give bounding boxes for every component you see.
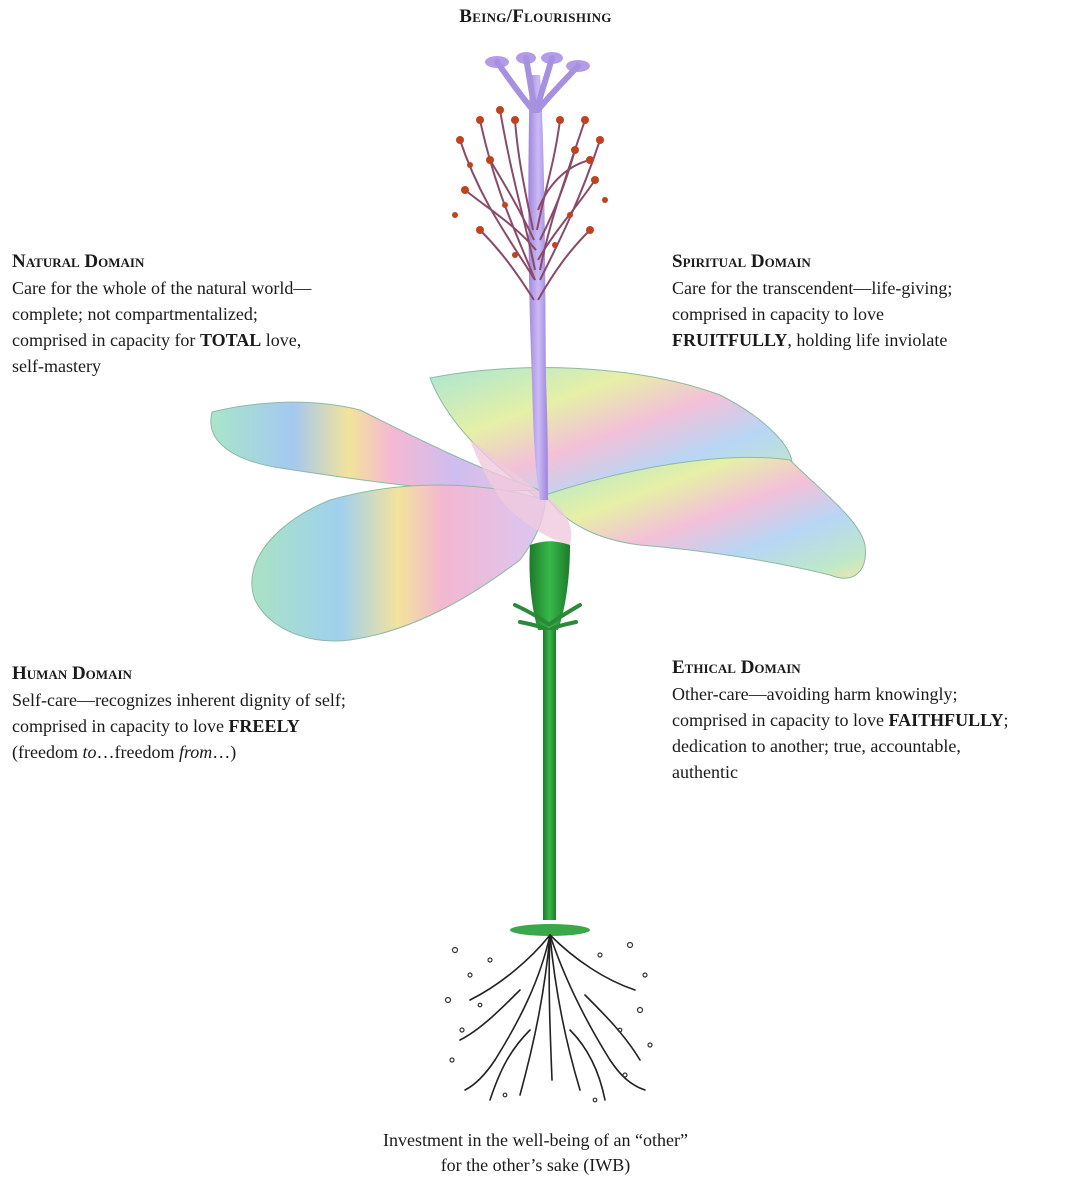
root-caption-line-2: for the other’s sake (IWB) (0, 1153, 1071, 1178)
spiritual-keyword: FRUITFULLY (672, 330, 787, 350)
ethical-line-1: Other-care—avoiding harm knowingly; (672, 681, 1071, 707)
human-line-3-c: …) (212, 742, 236, 762)
human-line-3-to: to (82, 742, 96, 762)
human-domain-title: Human Domain (12, 661, 452, 687)
human-domain: Human Domain Self-care—recognizes inhere… (12, 661, 452, 765)
ethical-domain-title: Ethical Domain (672, 655, 1071, 681)
human-line-3-b: …freedom (96, 742, 178, 762)
human-line-3-a: (freedom (12, 742, 82, 762)
spiritual-domain-title: Spiritual Domain (672, 249, 1071, 275)
ethical-line-2-pre: comprised in capacity to love (672, 710, 888, 730)
spiritual-line-3: FRUITFULLY, holding life inviolate (672, 327, 1071, 353)
natural-line-4: self-mastery (12, 353, 432, 379)
ethical-line-4: authentic (672, 759, 1071, 785)
natural-line-3-post: love, (261, 330, 301, 350)
spiritual-domain: Spiritual Domain Care for the transcende… (672, 249, 1071, 353)
human-line-3: (freedom to…freedom from…) (12, 739, 452, 765)
human-line-2-pre: comprised in capacity to love (12, 716, 228, 736)
natural-line-3: comprised in capacity for TOTAL love, (12, 327, 432, 353)
natural-domain-title: Natural Domain (12, 249, 432, 275)
ethical-keyword: FAITHFULLY (888, 710, 1003, 730)
natural-domain: Natural Domain Care for the whole of the… (12, 249, 432, 379)
stem (510, 541, 590, 936)
root-caption: Investment in the well-being of an “othe… (0, 1128, 1071, 1178)
ethical-line-3: dedication to another; true, accountable… (672, 733, 1071, 759)
spiritual-line-2: comprised in capacity to love (672, 301, 1071, 327)
ethical-line-2: comprised in capacity to love FAITHFULLY… (672, 707, 1071, 733)
natural-line-1: Care for the whole of the natural world— (12, 275, 432, 301)
spiritual-line-3-post: , holding life inviolate (787, 330, 947, 350)
natural-line-3-pre: comprised in capacity for (12, 330, 200, 350)
human-line-3-from: from (179, 742, 212, 762)
root-caption-line-1: Investment in the well-being of an “othe… (0, 1128, 1071, 1153)
human-line-2: comprised in capacity to love FREELY (12, 713, 452, 739)
ethical-domain: Ethical Domain Other-care—avoiding harm … (672, 655, 1071, 785)
natural-line-2: complete; not compartmentalized; (12, 301, 432, 327)
petal-lower-left (252, 485, 545, 641)
spiritual-line-1: Care for the transcendent—life-giving; (672, 275, 1071, 301)
ethical-line-2-post: ; (1003, 710, 1008, 730)
natural-keyword: TOTAL (200, 330, 261, 350)
human-line-1: Self-care—recognizes inherent dignity of… (12, 687, 452, 713)
human-keyword: FREELY (228, 716, 299, 736)
